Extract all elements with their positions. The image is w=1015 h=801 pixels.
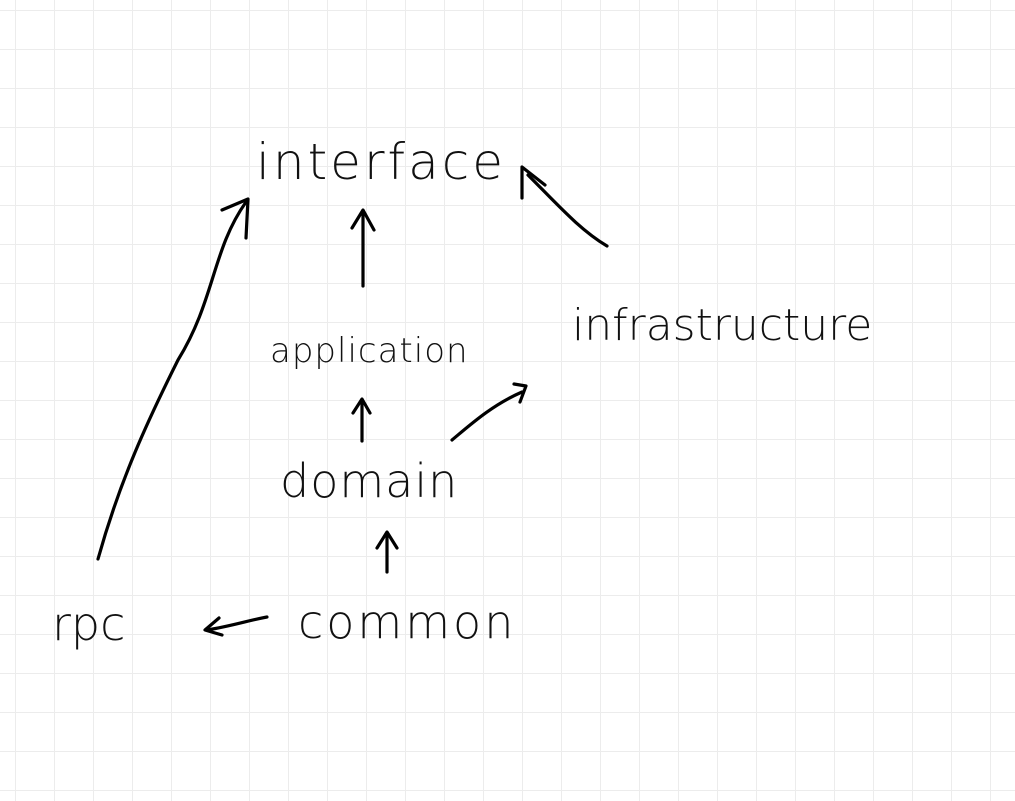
node-application: application (270, 331, 469, 371)
edge-common-to-domain (375, 530, 399, 574)
edge-infrastructure-to-interface (520, 165, 609, 248)
node-domain: domain (280, 454, 458, 508)
node-common: common (298, 595, 516, 649)
edge-application-to-interface (350, 208, 376, 288)
edge-domain-to-application (351, 397, 372, 443)
edge-common-to-rpc (203, 615, 269, 637)
node-interface: interface (256, 133, 506, 191)
edge-rpc-to-interface (96, 197, 250, 561)
node-rpc: rpc (52, 597, 125, 651)
edge-domain-to-infrastructure (450, 382, 528, 442)
node-infrastructure: infrastructure (572, 300, 872, 351)
